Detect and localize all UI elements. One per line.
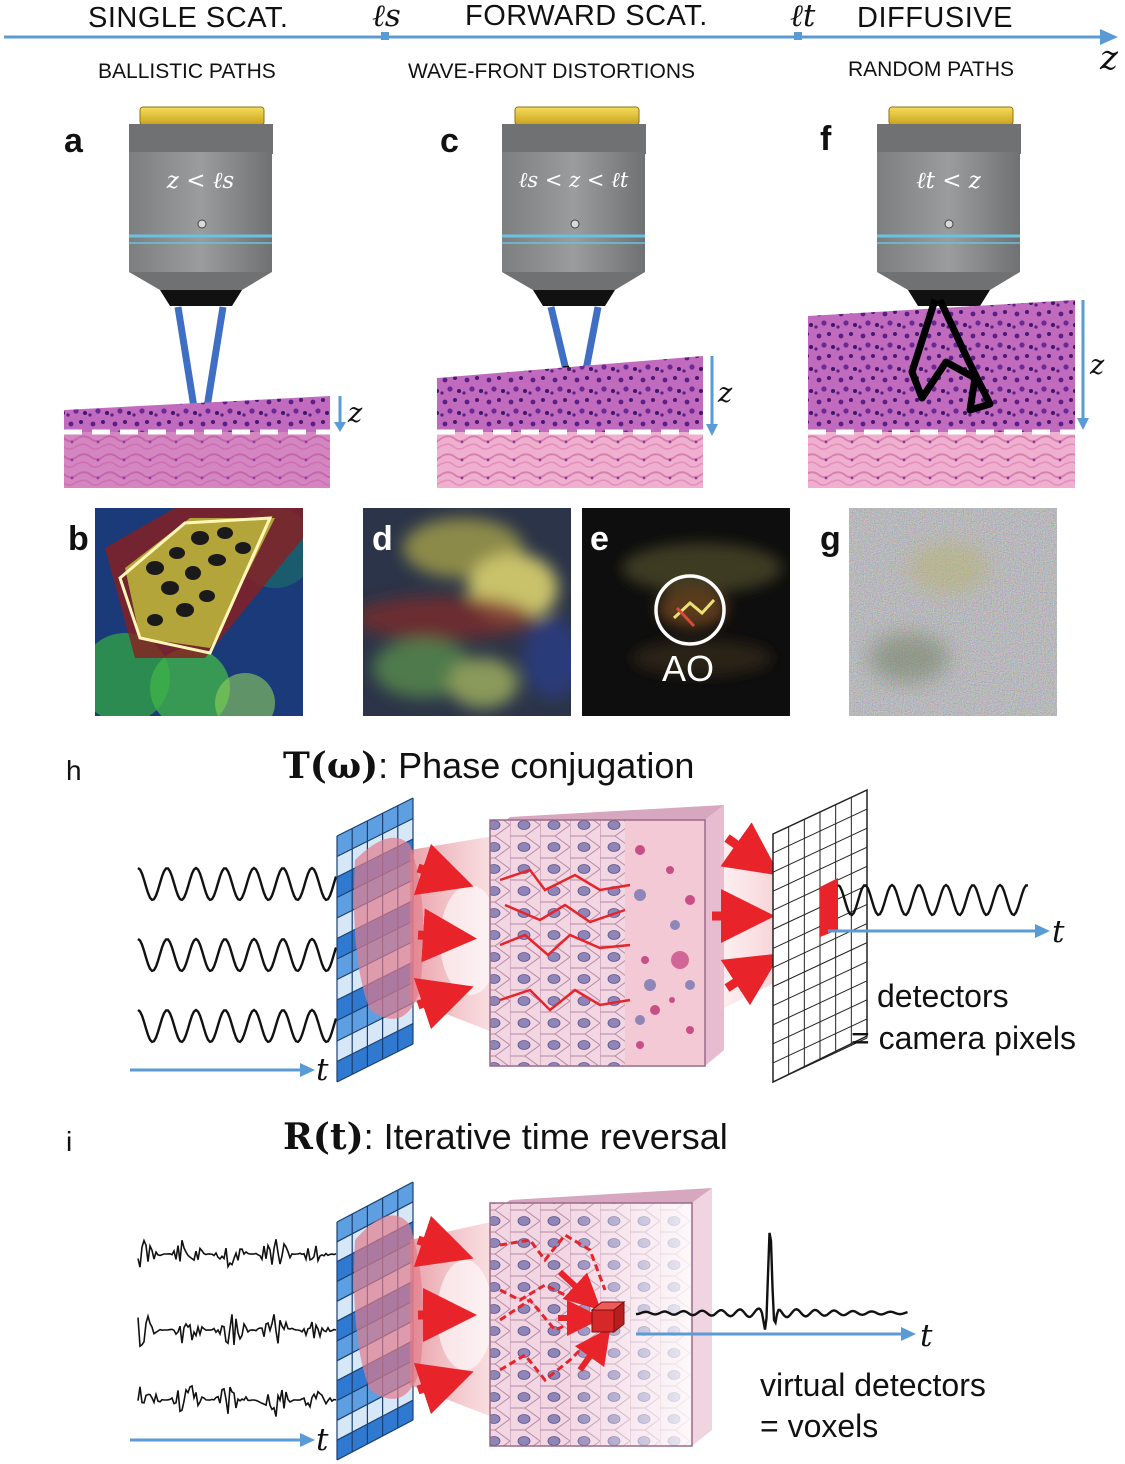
objective-c xyxy=(502,106,646,434)
virtual-detectors-line2: = voxels xyxy=(760,1408,879,1444)
panel-label-e: e xyxy=(590,520,609,558)
objective-f xyxy=(877,106,1021,306)
tick-ls-label: ℓs xyxy=(372,0,401,34)
depth-label-a: z xyxy=(348,398,363,429)
depth-label-c: z xyxy=(718,378,733,409)
regime-diffusive: DIFFUSIVE xyxy=(857,2,1013,34)
tick-lt-mark xyxy=(794,32,802,40)
panel-label-b: b xyxy=(68,520,89,558)
iterative-time-reversal-title: : Iterative time reversal xyxy=(363,1116,728,1157)
time-label-h-out: t xyxy=(1052,914,1065,950)
time-label-i-out: t xyxy=(920,1318,933,1354)
tissue-f xyxy=(808,298,1089,488)
ao-label: AO xyxy=(662,648,715,689)
section-label-i: i xyxy=(66,1126,73,1157)
microscope-panels xyxy=(64,106,1089,488)
section-title-h: T(ω): Phase conjugation xyxy=(283,745,694,787)
subtitle-wavefront-distortions: WAVE-FRONT DISTORTIONS xyxy=(408,60,696,83)
transmission-matrix-symbol: T(ω) xyxy=(283,745,379,787)
subtitle-ballistic-paths: BALLISTIC PATHS xyxy=(98,60,276,83)
panel-label-f: f xyxy=(820,120,832,158)
tissue-block-h xyxy=(489,805,724,1067)
tissue-a xyxy=(64,396,346,488)
condition-c: ℓs < z < ℓt xyxy=(518,168,629,192)
subtitle-random-paths: RANDOM PATHS xyxy=(848,58,1015,81)
regime-forward-scattering: FORWARD SCAT. xyxy=(465,0,708,32)
time-label-h-in: t xyxy=(316,1052,329,1088)
voxel-cube xyxy=(590,1300,626,1334)
panel-label-d: d xyxy=(372,520,393,558)
detectors-label-line1: detectors xyxy=(877,978,1009,1014)
axis-z-label: z xyxy=(1100,38,1118,78)
panel-label-a: a xyxy=(64,122,83,160)
tick-ls-mark xyxy=(381,32,389,40)
image-panel-e xyxy=(582,508,790,716)
output-wave-h xyxy=(837,883,1028,917)
output-pulse-i xyxy=(635,1232,908,1330)
section-label-h: h xyxy=(66,755,82,786)
tissue-c xyxy=(437,356,718,488)
image-panel-b xyxy=(95,508,303,716)
phase-conjugation-title: : Phase conjugation xyxy=(378,745,695,786)
time-label-i-in: t xyxy=(316,1422,329,1458)
objective-a xyxy=(129,106,273,433)
image-panel-g xyxy=(849,508,1057,716)
depth-label-f: z xyxy=(1090,350,1105,381)
condition-f: ℓt < z xyxy=(916,168,981,194)
image-panel-d xyxy=(363,508,571,716)
ao-circle xyxy=(654,574,726,646)
input-noise-signals-i xyxy=(137,1238,337,1417)
detectors-label-line2: = camera pixels xyxy=(851,1020,1076,1056)
virtual-detectors-line1: virtual detectors xyxy=(760,1367,986,1403)
tick-lt-label: ℓt xyxy=(790,0,816,34)
condition-a: z < ℓs xyxy=(166,168,235,194)
panel-label-g: g xyxy=(820,520,841,558)
regime-single-scattering: SINGLE SCAT. xyxy=(88,2,289,34)
input-waves-h xyxy=(137,866,338,1044)
section-title-i: R(t): Iterative time reversal xyxy=(283,1116,728,1158)
reflection-matrix-symbol: R(t) xyxy=(283,1116,364,1158)
panel-label-c: c xyxy=(440,122,459,160)
camera-grid-h xyxy=(772,788,868,1084)
